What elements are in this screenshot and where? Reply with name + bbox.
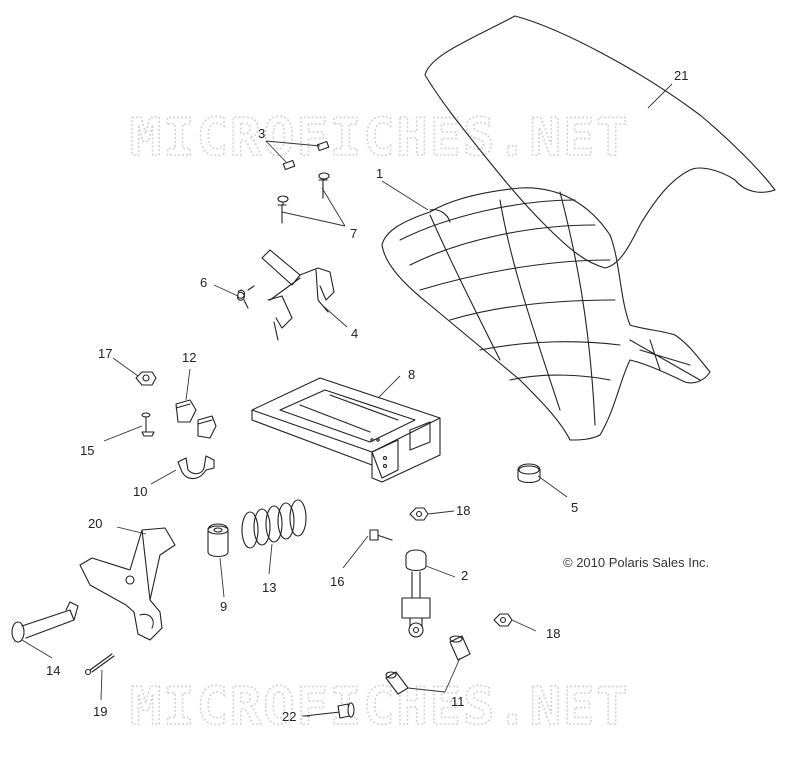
callout-4: 4: [351, 326, 358, 341]
watermark-top: MICROFICHES.NET: [130, 108, 630, 168]
callout-5: 5: [571, 500, 578, 515]
callout-11: 11: [451, 694, 465, 709]
part-11-bushings: [385, 635, 471, 695]
part-17-nut: [135, 371, 157, 386]
callout-14: 14: [46, 663, 60, 678]
part-1-seat-base: [381, 187, 711, 441]
copyright-notice: © 2010 Polaris Sales Inc.: [563, 555, 709, 570]
callout-17: 17: [98, 346, 112, 361]
part-13-coil-spring: [241, 499, 307, 549]
part-6-spring: [237, 285, 255, 309]
callout-8: 8: [408, 367, 415, 382]
watermark-bottom: MICROFICHES.NET: [130, 677, 630, 737]
part-22-bolt: [303, 702, 355, 719]
callout-22: 22: [282, 709, 296, 724]
callout-21: 21: [674, 68, 688, 83]
callout-15: 15: [80, 443, 94, 458]
callout-12: 12: [182, 350, 196, 365]
part-16-bolt: [369, 529, 393, 541]
part-5-grommet: [517, 463, 541, 484]
part-7-rivets: [277, 172, 330, 224]
part-9-bumper: [207, 523, 229, 558]
callouts: 21 1 3 7 4 6 8 17 12 15 10 5 18 20 9 13 …: [46, 68, 688, 724]
callout-1: 1: [376, 166, 383, 181]
part-12-retainers: [175, 399, 217, 439]
part-10-clamp: [177, 455, 215, 480]
callout-19: 19: [93, 704, 107, 719]
callout-6: 6: [200, 275, 207, 290]
part-19-cotter-pin: [84, 653, 115, 676]
callout-2: 2: [461, 568, 468, 583]
leader-lines: [21, 83, 673, 717]
part-15-screw: [141, 412, 155, 437]
part-8-storage-tray: [251, 377, 441, 483]
callout-10: 10: [133, 484, 147, 499]
part-18-nuts: [409, 507, 513, 627]
callout-7: 7: [350, 226, 357, 241]
part-20-bracket: [79, 527, 176, 641]
callout-13: 13: [262, 580, 276, 595]
part-2-shock: [401, 549, 431, 638]
part-21-seat-cover: [424, 15, 776, 269]
callout-18b: 18: [546, 626, 560, 641]
callout-16: 16: [330, 574, 344, 589]
callout-18a: 18: [456, 503, 470, 518]
part-3-clips: [282, 140, 330, 171]
callout-9: 9: [220, 599, 227, 614]
part-14-pin: [11, 601, 79, 643]
part-4-latch-bracket: [261, 249, 335, 341]
callout-3: 3: [258, 126, 265, 141]
callout-20: 20: [88, 516, 102, 531]
